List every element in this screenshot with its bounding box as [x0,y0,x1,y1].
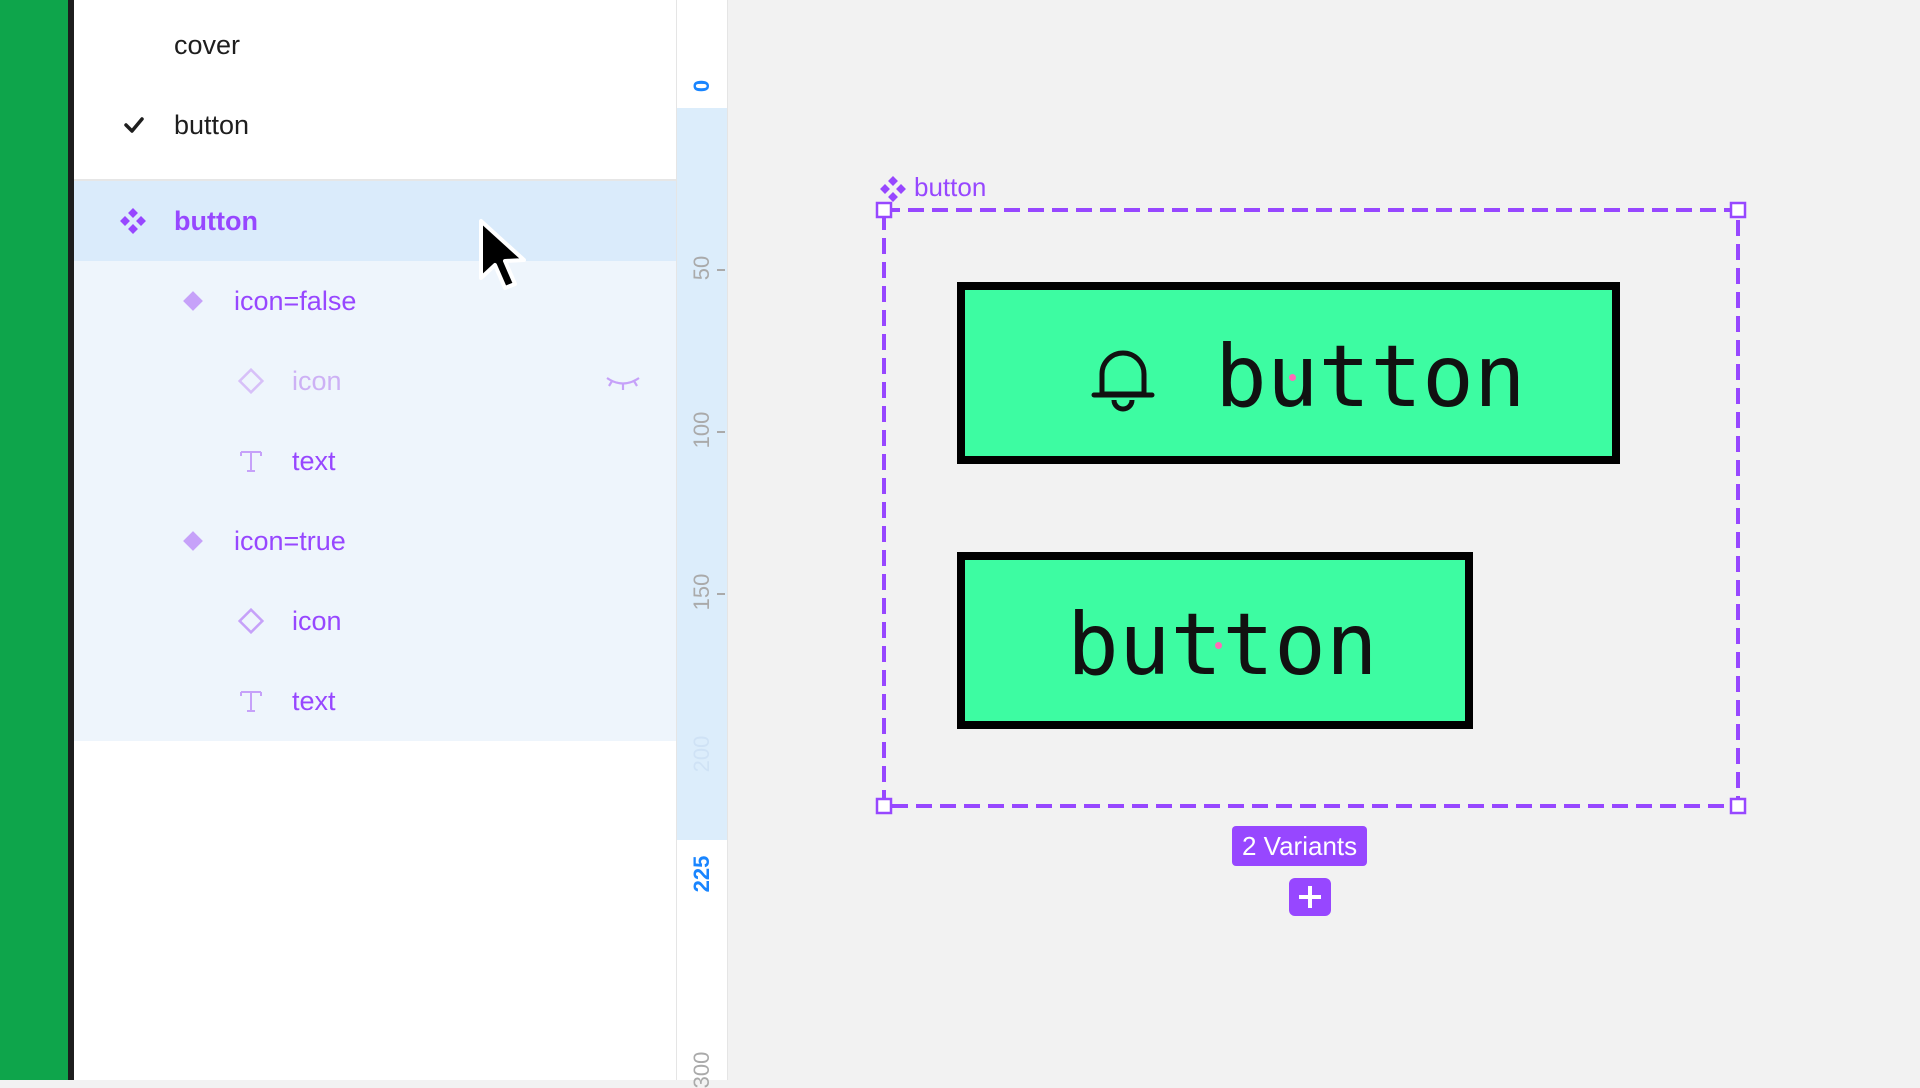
layer-label: text [292,446,336,476]
text-anchor-dot [1289,374,1296,381]
layer-item-text[interactable]: text [74,661,676,741]
ruler-selection-highlight [677,108,727,840]
ruler-label: 100 [689,411,714,449]
button-variant-with-icon[interactable]: button [957,282,1620,464]
ruler-label: 225 [689,855,714,893]
instance-icon [238,368,264,394]
bell-icon [1091,350,1155,412]
mouse-cursor-icon [479,219,526,290]
text-icon [240,691,262,712]
frame-label-text: button [914,172,987,202]
layer-item-text[interactable]: text [74,421,676,501]
instance-icon [238,608,264,634]
ruler-label: 200 [689,735,714,773]
ruler-label: 0 [689,79,714,93]
component-set-icon [880,176,906,203]
variants-badge[interactable]: 2 Variants [1232,826,1368,866]
app-side-bar [0,0,68,1080]
variant-icon [183,291,203,311]
ruler-label: 300 [689,1051,714,1088]
layer-label: icon [292,606,342,636]
button-label: button [1067,595,1378,695]
variant-icon [183,531,203,551]
layer-item-icon[interactable]: icon [74,581,676,661]
button-variant-plain[interactable]: button [957,552,1473,729]
selection-background [74,181,676,741]
text-anchor-dot [1215,642,1222,649]
resize-handle-top-left[interactable] [875,201,893,219]
layer-label: icon [292,366,342,396]
layer-item-variant-icon-false[interactable]: icon=false [74,261,676,341]
pages-divider [74,179,676,181]
resize-handle-bottom-left[interactable] [875,797,893,815]
ruler-tick [717,431,725,433]
layer-label: button [174,206,258,236]
app-side-bar-edge [68,0,74,1080]
layer-item-component-set[interactable]: button [74,181,676,261]
component-set-icon [120,208,146,234]
layer-label: icon=true [234,526,346,556]
resize-handle-bottom-right[interactable] [1729,797,1747,815]
page-item-cover[interactable]: cover [74,5,676,85]
ruler-label: 150 [689,573,714,611]
button-label: button [1215,327,1526,427]
page-label: button [174,110,250,140]
layers-panel: cover button button icon=false icon [74,0,676,1080]
ruler-label: 50 [689,255,714,281]
checkmark-icon [124,117,144,133]
resize-handle-top-right[interactable] [1729,201,1747,219]
selected-layer-highlight [74,181,676,261]
layer-label: icon=false [234,286,357,316]
page-label: cover [174,30,241,60]
vertical-ruler[interactable]: 0 50 100 150 200 225 300 [676,0,728,1088]
layer-label: text [292,686,336,716]
layer-item-icon-hidden[interactable]: icon [74,341,676,421]
hidden-eye-icon[interactable] [604,367,642,395]
component-set-frame[interactable] [870,200,1752,822]
add-variant-button[interactable] [1289,878,1331,916]
layer-item-variant-icon-true[interactable]: icon=true [74,501,676,581]
text-icon [240,451,262,472]
ruler-tick [717,269,725,271]
ruler-tick [717,593,725,595]
component-set-label[interactable]: button [880,170,986,204]
page-item-button[interactable]: button [74,85,676,165]
